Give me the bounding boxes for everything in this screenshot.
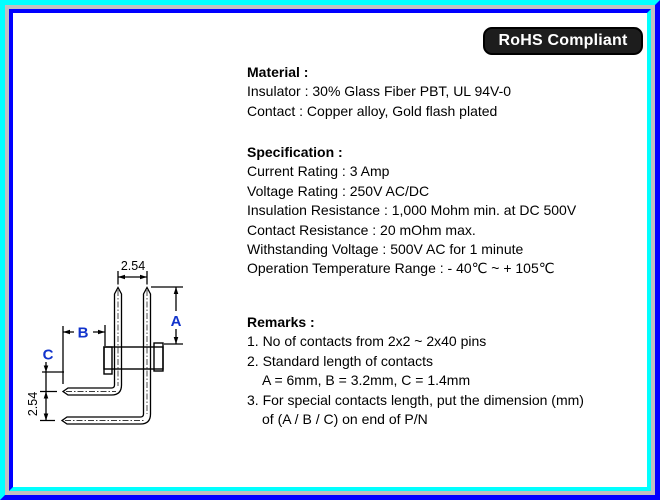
specification-line: Operation Temperature Range : - 40℃ ~ + … <box>247 260 555 277</box>
dim-a-label: A <box>171 313 182 330</box>
specification-line: Insulation Resistance : 1,000 Mohm min. … <box>247 202 577 219</box>
material-line: Contact : Copper alloy, Gold flash plate… <box>247 102 498 119</box>
material-section: Material : Insulator : 30% Glass Fiber P… <box>247 63 511 121</box>
specification-line: Current Rating : 3 Amp <box>247 163 390 180</box>
insulator-body <box>103 342 164 375</box>
dim-c-label: C <box>43 347 54 364</box>
pin-row2 <box>60 286 152 425</box>
specification-heading: Specification : <box>247 144 343 160</box>
dimension-top-pitch: 2.54 <box>117 259 148 285</box>
material-heading: Material : <box>247 64 309 80</box>
specification-section: Specification : Current Rating : 3 Amp V… <box>247 143 576 279</box>
remarks-line: 1. No of contacts from 2x2 ~ 2x40 pins <box>247 333 487 350</box>
specification-line: Contact Resistance : 20 mOhm max. <box>247 221 476 238</box>
dim-top-pitch-label: 2.54 <box>121 259 145 273</box>
remarks-line: 3. For special contacts length, put the … <box>247 391 584 408</box>
remarks-line: 2. Standard length of contacts <box>247 352 434 369</box>
pin-centerlines <box>65 290 148 421</box>
remarks-line: A = 6mm, B = 3.2mm, C = 1.4mm <box>262 372 471 389</box>
remarks-heading: Remarks : <box>247 314 315 330</box>
dimension-bottom-pitch: 2.54 <box>26 390 57 422</box>
pin-row1 <box>61 286 123 396</box>
remarks-section: Remarks : 1. No of contacts from 2x2 ~ 2… <box>247 313 584 429</box>
rohs-compliant-badge: RoHS Compliant <box>483 27 643 55</box>
specification-line: Withstanding Voltage : 500V AC for 1 min… <box>247 241 524 258</box>
dimension-b: B <box>62 325 106 384</box>
specification-line: Voltage Rating : 250V AC/DC <box>247 182 430 199</box>
dimension-c: C <box>42 347 64 421</box>
dim-bottom-pitch-label: 2.54 <box>26 392 40 416</box>
dim-b-label: B <box>78 325 89 342</box>
material-line: Insulator : 30% Glass Fiber PBT, UL 94V-… <box>247 83 512 100</box>
dimension-a: A <box>151 286 183 345</box>
remarks-line: of (A / B / C) on end of P/N <box>262 411 428 428</box>
rohs-badge-label: RoHS Compliant <box>498 32 628 49</box>
